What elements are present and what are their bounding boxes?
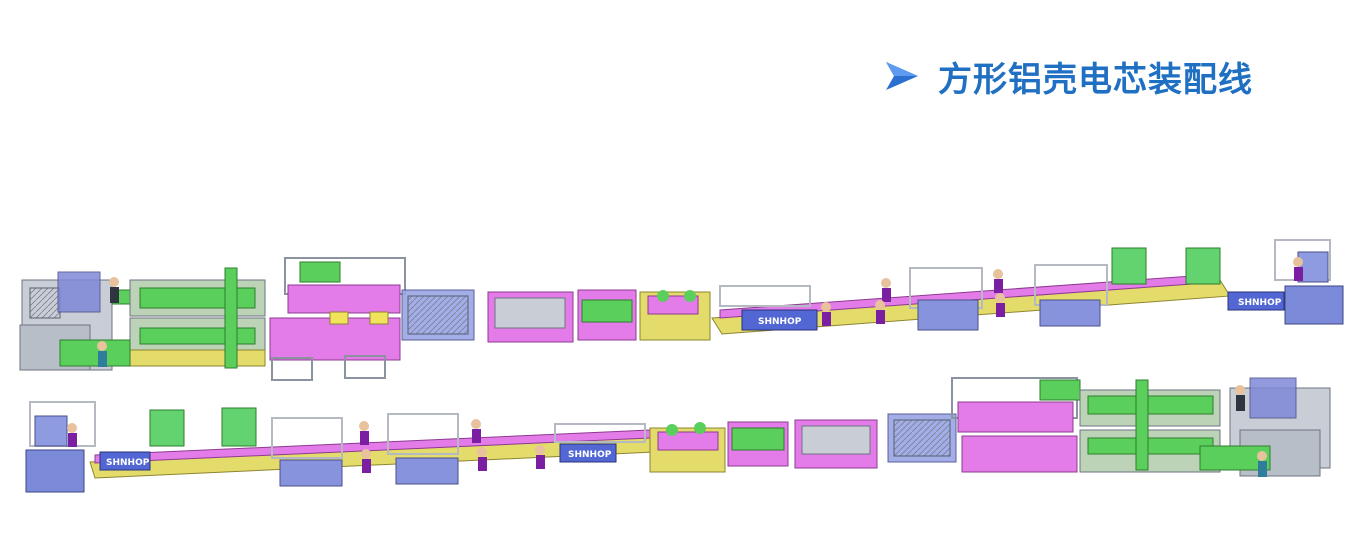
- brand-label: SHNHOP: [1238, 298, 1282, 308]
- upper-line: SHNHOP SHNHOP: [19, 239, 1344, 381]
- upper-magenta-tables: [487, 289, 711, 343]
- arrowhead-bullet-icon: [886, 62, 918, 90]
- lower-conveyor: SHNHOP SHNHOP: [89, 413, 656, 487]
- lower-line: SHNHOP SHNHOP: [25, 377, 1331, 493]
- brand-label: SHNHOP: [568, 450, 612, 460]
- upper-conveyor: SHNHOP SHNHOP: [711, 239, 1344, 335]
- brand-label: SHNHOP: [106, 458, 150, 468]
- brand-label: SHNHOP: [758, 317, 802, 327]
- lower-process-tables: [649, 419, 878, 473]
- upper-enclosure: [401, 289, 475, 341]
- upper-left-cluster: [19, 267, 266, 371]
- lower-right-cluster: [951, 377, 1331, 477]
- page-title: 方形铝壳电芯装配线: [938, 59, 1253, 100]
- page-header: 方形铝壳电芯装配线: [884, 52, 1253, 100]
- upper-stacking-cells: [269, 257, 406, 381]
- lower-left-end: [25, 401, 257, 493]
- lower-enclosure: [887, 413, 957, 463]
